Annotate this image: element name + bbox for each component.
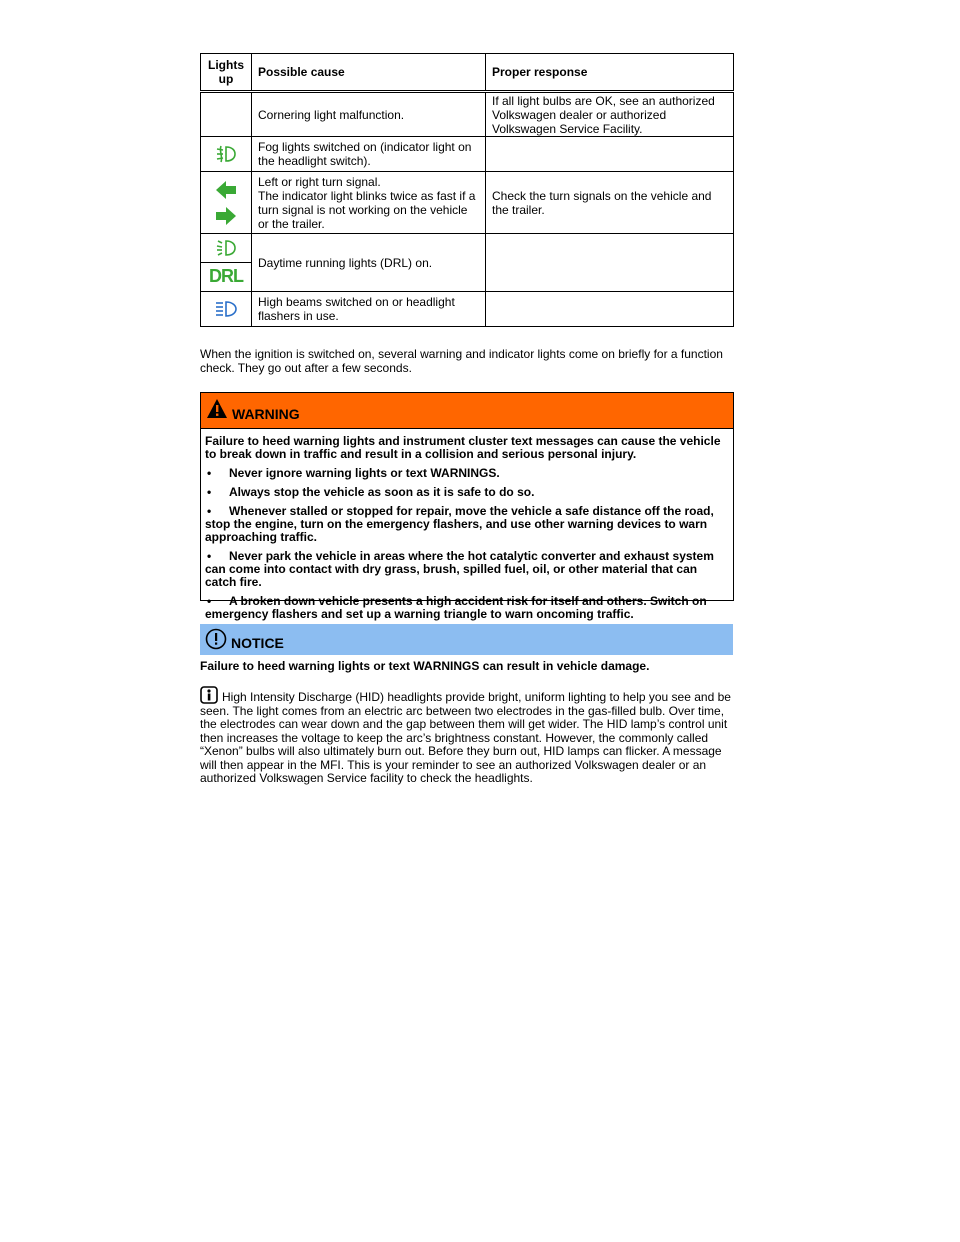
bullet-icon: • bbox=[207, 485, 212, 499]
turn-signal-icon-cell bbox=[200, 171, 252, 234]
warning-bullet: •Never park the vehicle in areas where t… bbox=[205, 550, 729, 589]
high-beam-icon-cell bbox=[200, 291, 252, 327]
response-cell bbox=[485, 233, 734, 292]
drl-text-icon-cell: DRL bbox=[200, 262, 252, 292]
response-cell: Check the turn signals on the vehicle an… bbox=[485, 171, 734, 234]
notice-exclamation-icon bbox=[205, 628, 227, 650]
drl-icon: DRL bbox=[209, 266, 244, 286]
cause-cell: Cornering light malfunction. bbox=[251, 91, 486, 137]
drl-light-icon-cell bbox=[200, 233, 252, 263]
cause-cell: Left or right turn signal. The indicator… bbox=[251, 171, 486, 234]
intro-paragraph: When the ignition is switched on, severa… bbox=[200, 347, 723, 375]
bullet-icon: • bbox=[207, 549, 212, 563]
notice-text: Failure to heed warning lights or text W… bbox=[200, 659, 650, 673]
table-row: Left or right turn signal. The indicator… bbox=[200, 171, 734, 234]
table-row: Fog lights switched on (indicator light … bbox=[200, 136, 734, 172]
warning-bullet: •A broken down vehicle presents a high a… bbox=[205, 595, 729, 621]
warning-bullet-text: A broken down vehicle presents a high ac… bbox=[205, 594, 707, 621]
warning-box: WARNING Failure to heed warning lights a… bbox=[200, 392, 734, 621]
warning-intro: Failure to heed warning lights and instr… bbox=[205, 434, 721, 461]
notice-header: NOTICE bbox=[200, 624, 733, 655]
response-cell: If all light bulbs are OK, see an author… bbox=[485, 91, 734, 137]
turn-signal-left-icon bbox=[216, 180, 236, 199]
notice-title: NOTICE bbox=[231, 635, 284, 651]
bullet-icon: • bbox=[207, 594, 212, 608]
header-proper-response: Proper response bbox=[485, 53, 734, 93]
warning-bullet: • Never ignore warning lights or text WAR… bbox=[205, 467, 729, 480]
warning-body: Failure to heed warning lights and instr… bbox=[201, 435, 733, 621]
table-row: DRL bbox=[200, 262, 734, 292]
table-row: Cornering light malfunction. If all ligh… bbox=[200, 91, 734, 137]
header-possible-cause: Possible cause bbox=[251, 53, 486, 93]
cause-cell: Fog lights switched on (indicator light … bbox=[251, 136, 486, 172]
turn-signal-right-icon bbox=[216, 206, 236, 225]
warning-bullet: •Whenever stalled or stopped for repair,… bbox=[205, 505, 729, 544]
cause-cell: Daytime running lights (DRL) on. bbox=[251, 233, 486, 292]
warning-triangle-icon bbox=[207, 399, 227, 418]
table-row: High beams switched on or headlight flas… bbox=[200, 291, 734, 327]
high-beam-icon bbox=[216, 301, 237, 317]
indicator-lights-table: Lights up Possible cause Proper response… bbox=[200, 53, 734, 327]
cause-cell: High beams switched on or headlight flas… bbox=[251, 291, 486, 327]
bullet-icon: • bbox=[207, 466, 212, 480]
header-lights-up: Lights up bbox=[200, 53, 252, 93]
bullet-icon: • bbox=[207, 504, 212, 518]
warning-header: WARNING bbox=[201, 393, 733, 429]
response-cell bbox=[485, 291, 734, 327]
info-paragraph: High Intensity Discharge (HID) headlight… bbox=[200, 686, 734, 786]
warning-title: WARNING bbox=[232, 406, 300, 422]
table-row: Daytime running lights (DRL) on. bbox=[200, 233, 734, 292]
warning-bullet-text: Never ignore warning lights or text WARN… bbox=[229, 466, 500, 480]
table-header-row: Lights up Possible cause Proper response bbox=[200, 53, 734, 93]
warning-bullet-text: Always stop the vehicle as soon as it is… bbox=[229, 485, 535, 499]
info-icon bbox=[200, 686, 218, 704]
warning-bullet-text: Never park the vehicle in areas where th… bbox=[205, 549, 714, 589]
response-cell bbox=[485, 136, 734, 172]
cornering-light-icon-cell bbox=[200, 91, 252, 137]
warning-bullet: • Always stop the vehicle as soon as it i… bbox=[205, 486, 729, 499]
fog-light-icon-cell bbox=[200, 136, 252, 172]
warning-bullet-text: Whenever stalled or stopped for repair, … bbox=[205, 504, 714, 544]
daytime-running-light-icon bbox=[216, 240, 236, 256]
info-paragraph-text: High Intensity Discharge (HID) headlight… bbox=[200, 690, 731, 785]
fog-light-icon bbox=[216, 145, 236, 163]
